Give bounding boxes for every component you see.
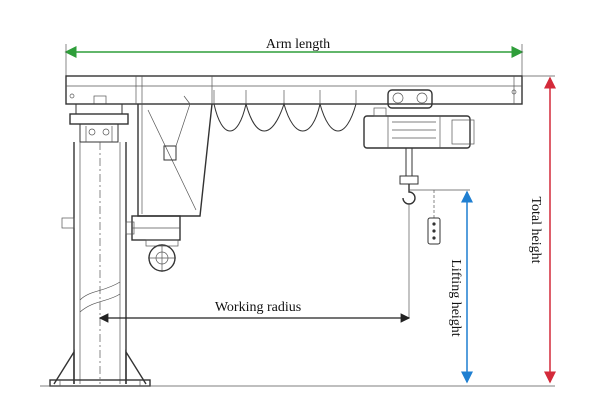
- lifting-height-label: Lifting height: [448, 259, 463, 336]
- total-height-label: Total height: [528, 196, 543, 263]
- total-height-dimension: Total height: [522, 75, 556, 384]
- base-plate: [40, 349, 555, 387]
- slewing-bearing: [69, 103, 129, 143]
- arm-length-dimension: Arm length: [64, 37, 524, 76]
- trolley-hoist: [363, 89, 475, 205]
- support-bracket: [125, 95, 213, 272]
- pillar: [61, 142, 127, 384]
- working-radius-dimension: Working radius: [98, 300, 411, 323]
- jib-arm: [65, 75, 523, 132]
- arm-length-label: Arm length: [266, 37, 330, 52]
- working-radius-label: Working radius: [215, 300, 301, 315]
- pendant-control: [427, 190, 441, 245]
- lifting-height-dimension: Lifting height: [409, 189, 473, 384]
